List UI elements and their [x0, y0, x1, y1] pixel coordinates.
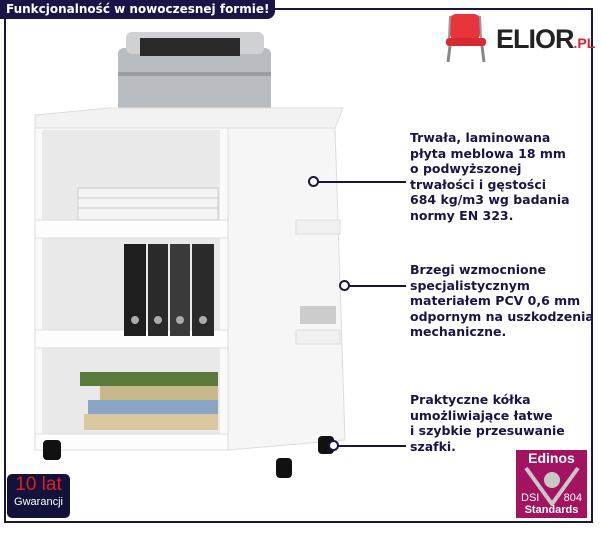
checkmark-logo-icon — [524, 466, 580, 506]
certificate-name: Edinos — [528, 450, 575, 466]
feature-wheels: Praktyczne kółka umożliwiające łatwe i s… — [410, 392, 565, 454]
feature-board: Trwała, laminowana płyta meblowa 18 mm o… — [410, 130, 570, 223]
callout-dot-wheels — [328, 440, 339, 451]
feature-line: umożliwiające łatwe — [410, 407, 553, 423]
feature-line: odpornym na uszkodzenia — [410, 308, 594, 324]
image-frame — [4, 8, 593, 523]
feature-line: płyta meblowa 18 mm — [410, 145, 566, 161]
callout-dot-edges — [339, 280, 350, 291]
feature-line: specjalistycznym — [410, 277, 530, 293]
feature-line: normy EN 323. — [410, 207, 514, 223]
warranty-label: Gwarancji — [14, 496, 63, 508]
feature-line: Praktyczne kółka — [410, 392, 531, 407]
logo-text: ELIOR — [496, 24, 575, 54]
feature-line: trwałości i gęstości — [410, 176, 547, 192]
certificate-right: 804 — [563, 492, 582, 504]
certificate-left: DSI — [521, 492, 540, 504]
logo-suffix: .PL — [573, 35, 596, 51]
certificate-standards: Standards — [524, 504, 579, 516]
feature-line: materiałem PCV 0,6 mm — [410, 293, 581, 308]
feature-line: szafki. — [410, 438, 456, 454]
elior-logo: ELIOR.PL — [444, 12, 596, 63]
feature-line: Trwała, laminowana — [410, 130, 551, 145]
printer — [118, 32, 271, 112]
feature-line: 684 kg/m3 wg badania — [410, 192, 570, 207]
chair-icon — [446, 14, 486, 63]
warranty-years: 10 lat — [15, 474, 62, 495]
headline: Funkcjonalność w nowoczesnej formie! — [0, 0, 276, 19]
product-illustration — [34, 32, 346, 478]
feature-line: Brzegi wzmocnione — [410, 262, 547, 277]
callout-dot-board — [308, 176, 319, 187]
edinos-certificate: Edinos DSI 804 Standards — [516, 450, 587, 518]
feature-line: mechaniczne. — [410, 324, 507, 339]
warranty-badge: 10 lat Gwarancji — [7, 474, 70, 518]
feature-edges: Brzegi wzmocnione specjalistycznym mater… — [410, 262, 594, 340]
feature-line: o podwyższonej — [410, 161, 522, 176]
feature-line: i szybkie przesuwanie — [410, 423, 565, 438]
